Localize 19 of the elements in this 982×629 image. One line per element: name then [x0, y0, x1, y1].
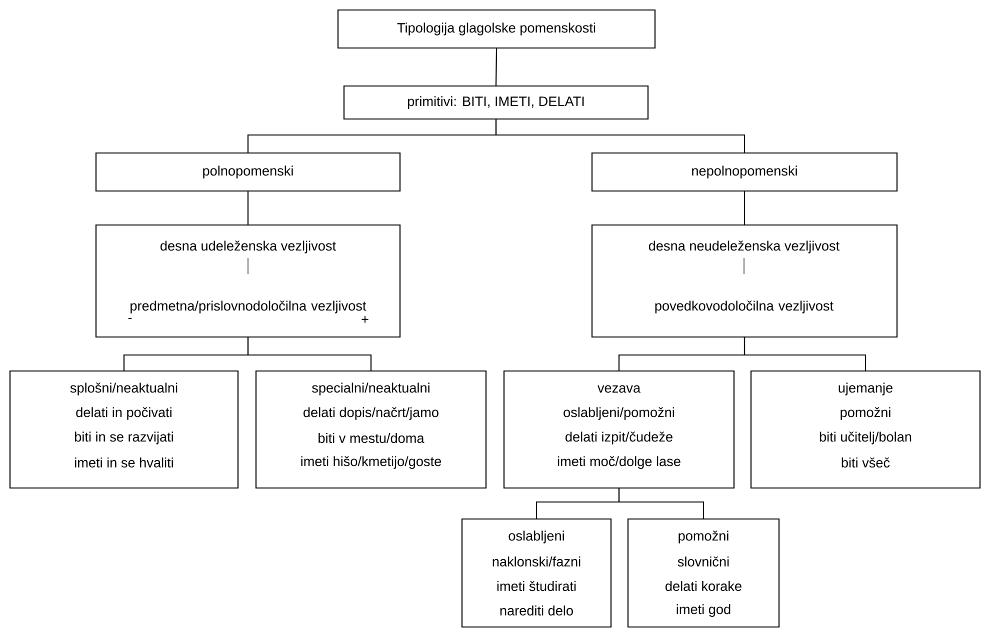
text-box: oslabljeni naklonski/fazni imeti študirati narediti delo: [461, 518, 612, 628]
connector: [495, 120, 746, 152]
text-box: splošni/neaktualni delati in počivati biti in se razvijati imeti in se hvaliti: [9, 370, 239, 489]
connector: [744, 192, 746, 224]
text-box: vezava oslabljeni/pomožni delati izpit/čudeže imeti moč/dolge lase: [503, 370, 735, 489]
text-box: Tipologija glagolske pomenskosti: [337, 9, 656, 49]
text-box: polnopomenski: [95, 152, 401, 192]
text-box: nepolnopomenski: [591, 152, 898, 192]
text-box: desna neudeleženska vezljivost povedkovodoločilna vezljivost: [591, 224, 898, 338]
connector: [744, 338, 866, 370]
text-box: primitivi: BITI, IMETI, DELATI: [343, 85, 649, 120]
connector: [247, 338, 372, 370]
text-box: pomožni slovnični delati korake imeti god: [627, 518, 780, 628]
text-box: desna udeleženska vezljivost predmetna/prislovnodoločilna vezljivost - +: [95, 224, 401, 338]
text-box: specialni/neaktualni delati dopis/načrt/jamo biti v mestu/doma imeti hišo/kmetijo/goste: [255, 370, 487, 489]
text-box: ujemanje pomožni biti učitelj/bolan biti všeč: [750, 370, 981, 489]
connector: [247, 192, 249, 224]
connector: [495, 48, 498, 86]
connector: [618, 488, 704, 518]
